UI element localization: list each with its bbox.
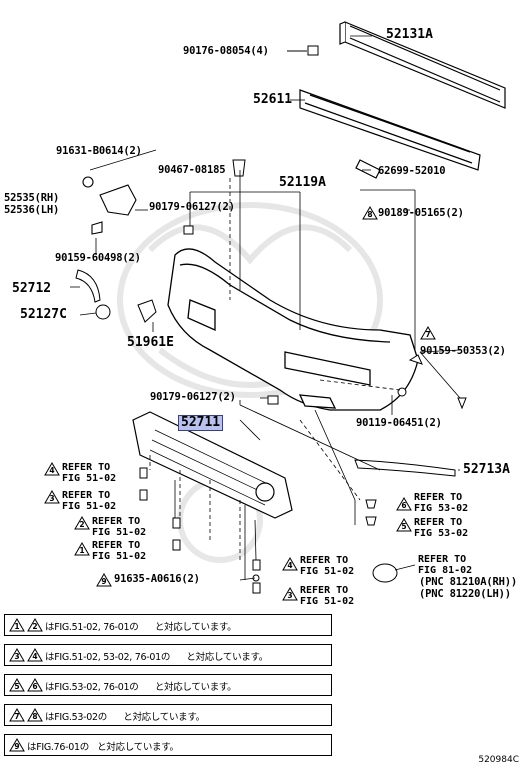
marker-1-icon: 1 <box>74 542 90 556</box>
label-pnc-81220: (PNC 81220(LH)) <box>419 588 511 600</box>
label-90176: 90176-08054(4) <box>183 45 269 57</box>
fasteners <box>139 225 467 594</box>
leader-lines <box>70 35 461 581</box>
marker-1-icon: 1 <box>9 618 25 632</box>
marker-7-icon: 7 <box>420 326 436 340</box>
label-90189: 90189-05165(2) <box>378 207 464 219</box>
note-text: はFIG.76-01の と対応しています。 <box>27 742 179 753</box>
note-1-2: 1 2 はFIG.51-02, 76-01の と対応しています。 <box>4 614 332 636</box>
note-3-4: 3 4 はFIG.51-02, 53-02, 76-01の と対応しています。 <box>4 644 332 666</box>
energy-absorber-52611 <box>299 89 481 179</box>
note-text: はFIG.53-02, 76-01の と対応しています。 <box>45 682 237 693</box>
note-9: 9 はFIG.76-01の と対応しています。 <box>4 734 332 756</box>
label-52711-highlighted[interactable]: 52711 <box>178 415 224 431</box>
label-90159-lower: 90159-50353(2) <box>420 345 506 357</box>
refer-to-fig-53-02-b: REFER TO FIG 53-02 <box>414 517 469 539</box>
marker-3-icon: 3 <box>44 490 60 504</box>
marker-8-icon: 8 <box>27 708 43 722</box>
marker-3-icon: 3 <box>9 648 25 662</box>
refer-to-fig-51-02-a: REFER TO FIG 51-02 <box>62 462 117 484</box>
marker-4-icon: 4 <box>27 648 43 662</box>
label-52131a: 52131A <box>386 27 433 42</box>
dashed-guides <box>149 178 401 560</box>
note-text: はFIG.51-02, 53-02, 76-01の と対応しています。 <box>45 652 268 663</box>
marker-8-icon: 8 <box>362 206 378 220</box>
label-90467: 90467-08185 <box>158 164 226 176</box>
refer-to-fig-51-02-b: REFER TO FIG 51-02 <box>62 490 117 512</box>
notes-list: 1 2 はFIG.51-02, 76-01の と対応しています。 3 4 はFI… <box>4 614 332 764</box>
marker-4b-icon: 4 <box>282 557 298 571</box>
bolt-90176 <box>307 45 319 56</box>
side-piece-52712 <box>75 269 101 303</box>
label-51961e: 51961E <box>127 335 174 350</box>
label-52127c: 52127C <box>20 307 67 322</box>
marker-4-icon: 4 <box>44 462 60 476</box>
bracket-51961e <box>137 299 157 323</box>
marker-2-icon: 2 <box>74 516 90 530</box>
label-62699: 62699-52010 <box>378 165 446 177</box>
marker-9-icon: 9 <box>96 573 112 587</box>
bumper-reinforcement-52131a <box>339 21 506 109</box>
note-text: はFIG.51-02, 76-01の と対応しています。 <box>45 622 237 633</box>
marker-7-icon: 7 <box>9 708 25 722</box>
label-90119: 90119-06451(2) <box>356 417 442 429</box>
label-90179-upper: 90179-06127(2) <box>149 201 235 213</box>
label-90179-lower: 90179-06127(2) <box>150 391 236 403</box>
marker-5-icon: 5 <box>396 518 412 532</box>
refer-to-fig-81-02: REFER TO FIG 81-02 <box>418 554 473 576</box>
label-52712: 52712 <box>12 281 52 296</box>
moulding-52713a <box>354 459 456 477</box>
cap-52127c <box>95 304 111 320</box>
clip-90467 <box>232 159 246 177</box>
label-52119a: 52119A <box>279 175 326 190</box>
label-91631: 91631-B0614(2) <box>56 145 142 157</box>
refer-to-fig-51-02-d: REFER TO FIG 51-02 <box>92 540 147 562</box>
label-52713a: 52713A <box>463 462 510 477</box>
refer-to-fig-51-02-c: REFER TO FIG 51-02 <box>92 516 147 538</box>
label-90159-upper: 90159-60498(2) <box>55 252 141 264</box>
label-52536: 52536(LH) <box>4 204 60 216</box>
label-52535: 52535(RH) <box>4 192 60 204</box>
label-52611: 52611 <box>253 92 293 107</box>
marker-2-icon: 2 <box>27 618 43 632</box>
fog-lamp <box>372 563 398 583</box>
marker-5-icon: 5 <box>9 678 25 692</box>
label-pnc-81210a: (PNC 81210A(RH)) <box>419 576 517 588</box>
figure-code: 520984C <box>478 755 519 765</box>
note-5-6: 5 6 はFIG.53-02, 76-01の と対応しています。 <box>4 674 332 696</box>
marker-6-icon: 6 <box>396 497 412 511</box>
refer-to-fig-51-02-f: REFER TO FIG 51-02 <box>300 585 355 607</box>
marker-6-icon: 6 <box>27 678 43 692</box>
bumper-bracket-52535 <box>82 176 137 235</box>
refer-to-fig-53-02-a: REFER TO FIG 53-02 <box>414 492 469 514</box>
note-text: はFIG.53-02の と対応しています。 <box>45 712 205 723</box>
marker-3b-icon: 3 <box>282 587 298 601</box>
refer-to-fig-51-02-e: REFER TO FIG 51-02 <box>300 555 355 577</box>
lower-grille-52711 <box>132 411 293 519</box>
label-91635: 91635-A0616(2) <box>114 573 200 585</box>
note-7-8: 7 8 はFIG.53-02の と対応しています。 <box>4 704 332 726</box>
marker-9-icon: 9 <box>9 738 25 752</box>
bumper-cover-52119a <box>167 248 419 411</box>
